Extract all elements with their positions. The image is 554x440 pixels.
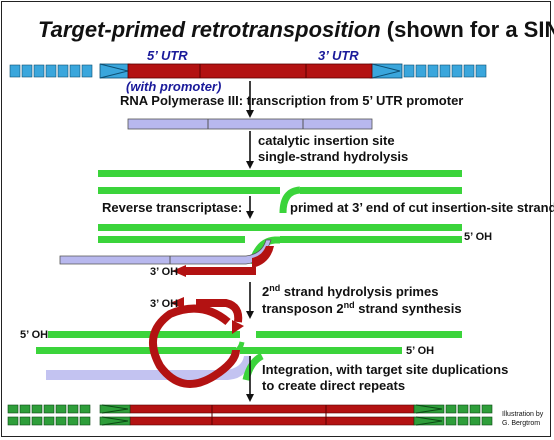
sine-element: [127, 63, 373, 79]
dna-segment: [469, 416, 481, 426]
utr3-label: 3’ UTR: [318, 48, 359, 63]
dna-segment: [67, 416, 79, 426]
step4-line1: 2nd strand hydrolysis primes: [262, 283, 438, 299]
oh-label-d: 5’ OH: [20, 329, 48, 341]
dna-segment: [79, 404, 91, 414]
dna-segment: [7, 404, 19, 414]
with-promoter-label: (with promoter): [126, 79, 221, 94]
dna-segment: [43, 416, 55, 426]
dna-segment: [457, 416, 469, 426]
dna-segment: [463, 64, 475, 78]
second-strand-synthesis: [36, 297, 462, 388]
oh-label-a: 5’ OH: [464, 231, 492, 243]
dna-segment: [19, 416, 31, 426]
dna-segment: [69, 64, 81, 78]
dna-segment: [55, 404, 67, 414]
rt-priming: [59, 224, 462, 277]
dna-segment: [21, 64, 33, 78]
step5-line1: Integration, with target site duplicatio…: [262, 362, 508, 377]
dna-segment: [45, 64, 57, 78]
dna-segment: [31, 404, 43, 414]
dna-segment: [9, 64, 21, 78]
dna-segment: [481, 404, 493, 414]
rna-transcript: [127, 118, 373, 130]
rt-label: Reverse transcriptase:: [102, 200, 242, 215]
dna-segment: [445, 404, 457, 414]
dna-segment: [57, 64, 69, 78]
step5-line2: to create direct repeats: [262, 378, 405, 393]
cut-host-dna: [98, 170, 462, 214]
dna-segment: [445, 416, 457, 426]
oh-label-b: 3’ OH: [150, 266, 178, 278]
dna-segment: [481, 416, 493, 426]
dna-segment: [19, 404, 31, 414]
host-dna-top: [9, 63, 487, 79]
dna-segment: [451, 64, 463, 78]
credit-line2: G. Bergtrom: [502, 420, 540, 427]
diagram-title: Target-primed retrotransposition (shown …: [38, 17, 554, 42]
primed-label: primed at 3’ end of cut insertion-site s…: [290, 200, 554, 215]
dna-segment: [55, 416, 67, 426]
step2-line1: catalytic insertion site: [258, 133, 395, 148]
dna-segment: [415, 64, 427, 78]
dna-segment: [33, 64, 45, 78]
utr5-label: 5’ UTR: [147, 48, 188, 63]
integrated-element: [7, 404, 493, 426]
dna-segment: [81, 64, 93, 78]
dna-segment: [457, 404, 469, 414]
oh-label-e: 5’ OH: [406, 345, 434, 357]
dna-segment: [7, 416, 19, 426]
step2-line2: single-strand hydrolysis: [258, 149, 408, 164]
dna-segment: [403, 64, 415, 78]
dna-segment: [43, 404, 55, 414]
credit-line1: Illustration by: [502, 411, 544, 418]
step1-label: RNA Polymerase III: transcription from 5…: [120, 93, 463, 108]
dna-segment: [475, 64, 487, 78]
dna-segment: [439, 64, 451, 78]
dna-segment: [67, 404, 79, 414]
step4-line2: transposon 2nd strand synthesis: [262, 300, 462, 316]
oh-label-c: 3’ OH: [150, 298, 178, 310]
dna-segment: [427, 64, 439, 78]
dna-segment: [469, 404, 481, 414]
dna-segment: [79, 416, 91, 426]
dna-segment: [31, 416, 43, 426]
